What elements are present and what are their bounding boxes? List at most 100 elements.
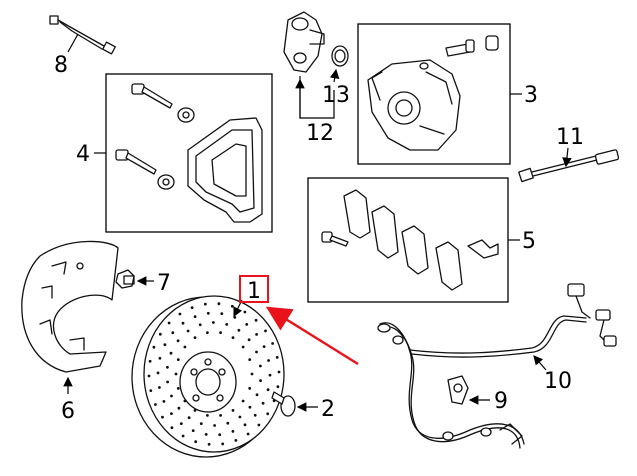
drill-hole bbox=[245, 323, 249, 326]
callout-13: 13 bbox=[322, 83, 350, 108]
drill-hole bbox=[186, 329, 190, 333]
part-12-guide-pin-housing bbox=[283, 11, 325, 73]
callout-10: 10 bbox=[544, 369, 572, 394]
drill-hole bbox=[181, 321, 185, 325]
drill-hole bbox=[204, 433, 208, 436]
part-1-brake-rotor bbox=[131, 295, 285, 458]
drill-hole bbox=[178, 312, 182, 316]
drill-hole bbox=[213, 424, 217, 427]
callout-2: 2 bbox=[321, 397, 335, 422]
drill-hole bbox=[212, 321, 215, 324]
drill-hole bbox=[248, 387, 252, 390]
drill-hole bbox=[237, 328, 241, 332]
drill-hole bbox=[156, 371, 160, 375]
callout-4: 4 bbox=[76, 142, 90, 167]
part-13-seal-ring bbox=[331, 45, 349, 67]
drill-hole bbox=[176, 339, 180, 343]
drill-hole bbox=[255, 333, 258, 336]
drill-hole bbox=[162, 400, 166, 403]
drill-hole bbox=[226, 421, 230, 425]
part-11-wear-sensor bbox=[518, 149, 620, 183]
drill-hole bbox=[147, 374, 151, 378]
callout-5: 5 bbox=[522, 229, 536, 254]
bracket-bolt-bottom bbox=[115, 149, 157, 175]
callout-1: 1 bbox=[247, 279, 261, 304]
drill-hole bbox=[247, 338, 251, 342]
bleeder-cap bbox=[485, 35, 499, 51]
part-9-speed-sensor bbox=[447, 375, 469, 405]
drill-hole bbox=[161, 415, 164, 419]
drill-hole bbox=[154, 403, 157, 406]
drill-hole bbox=[219, 331, 223, 334]
drill-hole bbox=[259, 364, 262, 368]
drill-hole bbox=[199, 422, 203, 425]
drill-hole bbox=[198, 323, 202, 327]
drill-hole bbox=[264, 329, 267, 333]
drill-hole bbox=[262, 345, 266, 348]
drill-hole bbox=[221, 442, 225, 446]
drill-hole bbox=[243, 423, 247, 427]
drill-hole bbox=[179, 422, 183, 425]
drill-hole bbox=[266, 388, 270, 392]
bracket-bushing-top bbox=[177, 107, 195, 123]
drill-hole bbox=[266, 412, 270, 416]
drill-hole bbox=[219, 414, 223, 417]
callout-12: 12 bbox=[306, 121, 334, 146]
drill-hole bbox=[257, 423, 261, 427]
drill-hole bbox=[230, 304, 234, 308]
drill-hole bbox=[206, 414, 209, 417]
drill-hole bbox=[225, 323, 229, 326]
drill-hole bbox=[255, 350, 258, 354]
drill-hole bbox=[267, 359, 270, 362]
drill-hole bbox=[158, 386, 161, 389]
drill-hole bbox=[177, 406, 181, 410]
drill-hole bbox=[253, 413, 257, 417]
drill-hole bbox=[148, 359, 152, 363]
drill-hole bbox=[276, 385, 280, 389]
drill-hole bbox=[238, 415, 242, 419]
drill-hole bbox=[174, 372, 178, 376]
drill-hole bbox=[233, 316, 237, 319]
part-8-sensor-wire bbox=[49, 15, 116, 55]
drill-hole bbox=[167, 321, 171, 325]
bracket-bushing-bottom bbox=[157, 174, 175, 190]
drill-hole bbox=[170, 394, 173, 398]
part-7-bolt bbox=[115, 269, 135, 289]
drill-hole bbox=[176, 387, 180, 390]
part-4-caliper-bracket bbox=[115, 83, 263, 223]
drill-hole bbox=[261, 401, 265, 405]
callout-8: 8 bbox=[54, 53, 68, 78]
drill-hole bbox=[217, 302, 221, 306]
drill-hole bbox=[218, 433, 222, 437]
drill-hole bbox=[259, 379, 262, 383]
drill-hole bbox=[193, 315, 197, 318]
drill-hole bbox=[268, 373, 272, 377]
callout-6: 6 bbox=[61, 399, 75, 424]
drill-hole bbox=[176, 358, 180, 361]
drill-hole bbox=[243, 310, 247, 314]
drill-hole bbox=[181, 434, 185, 438]
drill-hole bbox=[271, 342, 274, 345]
callout-7: 7 bbox=[157, 271, 171, 296]
drill-hole bbox=[183, 345, 187, 349]
drill-hole bbox=[194, 440, 198, 444]
drill-hole bbox=[246, 432, 250, 436]
drill-hole bbox=[250, 372, 254, 376]
drill-hole bbox=[187, 416, 191, 420]
drill-hole bbox=[166, 380, 170, 384]
drill-hole bbox=[241, 399, 245, 403]
drill-hole bbox=[206, 311, 210, 315]
drill-hole bbox=[241, 345, 245, 349]
drill-hole bbox=[206, 331, 209, 334]
drill-hole bbox=[171, 331, 175, 335]
drill-hole bbox=[158, 356, 162, 360]
drill-hole bbox=[248, 358, 252, 361]
drill-hole bbox=[207, 442, 211, 446]
part-10-wiring-harness bbox=[377, 283, 617, 449]
drill-hole bbox=[149, 389, 153, 392]
drill-hole bbox=[166, 365, 169, 369]
drill-hole bbox=[275, 356, 279, 359]
drill-hole bbox=[234, 439, 238, 442]
part-6-splash-shield bbox=[21, 240, 119, 373]
